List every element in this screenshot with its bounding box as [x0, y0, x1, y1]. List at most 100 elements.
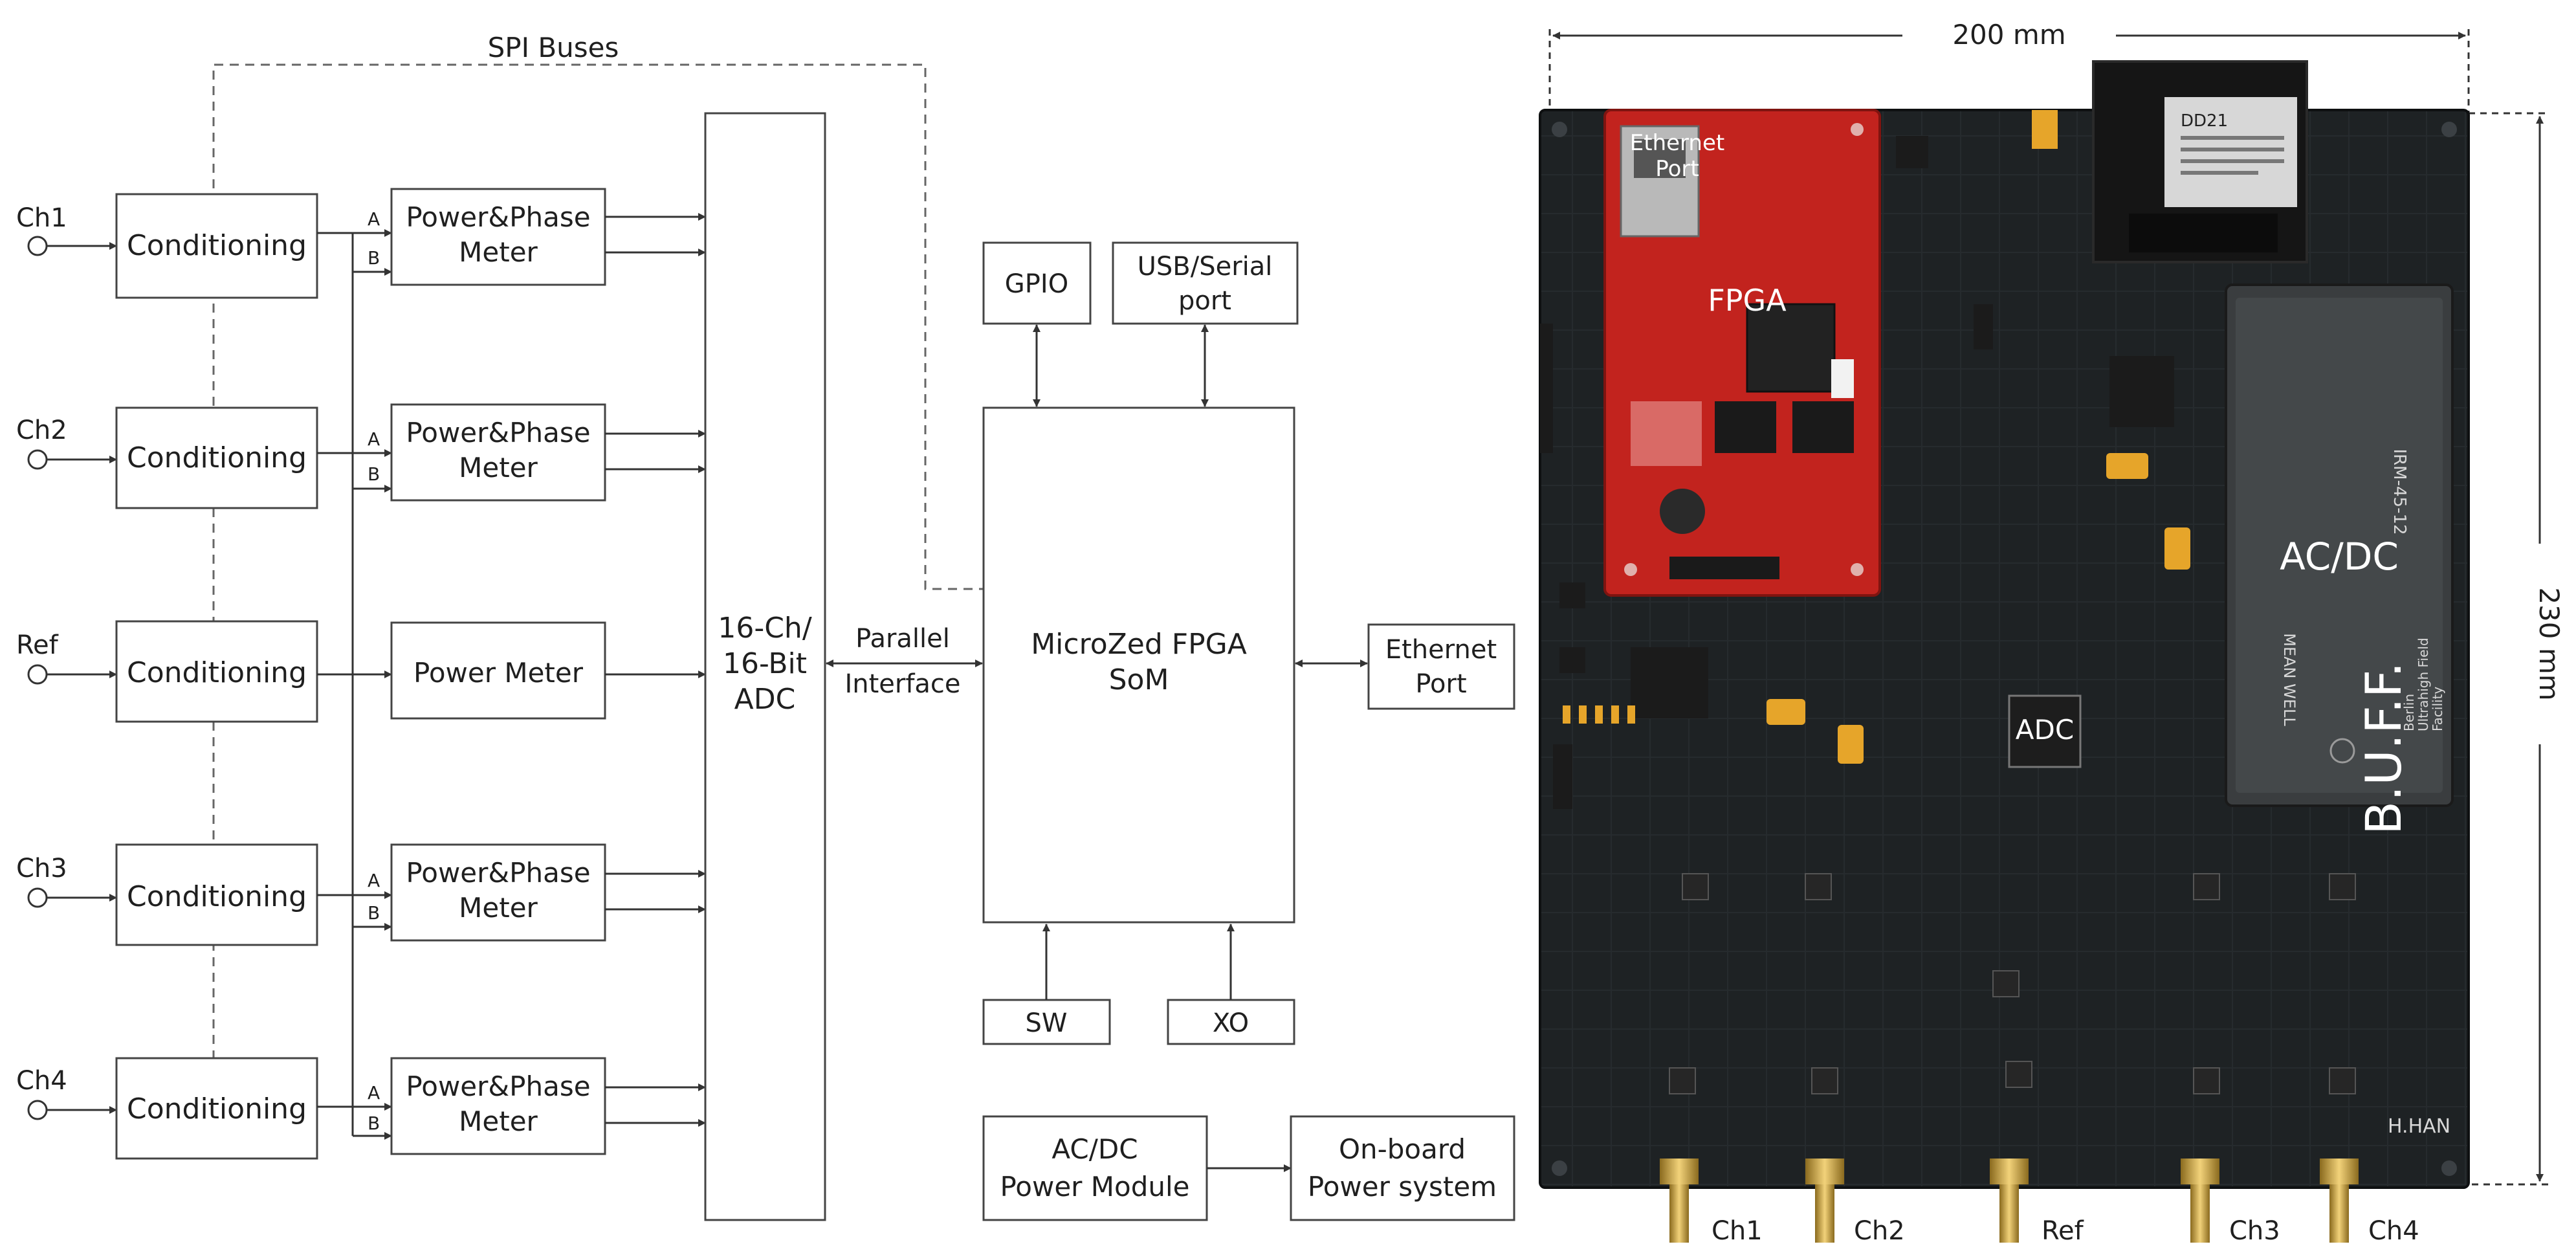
svg-text:SW: SW: [1026, 1008, 1068, 1038]
yellow-capacitors: [1563, 453, 2190, 764]
conditioning-block: [115, 406, 318, 509]
input-port-icon: [27, 449, 48, 470]
mounting-holes: [1552, 122, 2457, 1176]
fpga-chip-icon: [1746, 303, 1836, 393]
svg-text:Conditioning: Conditioning: [127, 229, 307, 262]
svg-text:XO: XO: [1213, 1008, 1249, 1038]
acdc-module: AC/DC IRM-45-12 MEAN WELL: [2225, 283, 2454, 807]
svg-text:Meter: Meter: [459, 452, 538, 483]
parallel-interface-label: Parallel: [855, 624, 950, 654]
svg-text:16-Ch/: 16-Ch/: [718, 612, 811, 645]
brand-label: B.U.F.F.: [2355, 662, 2412, 835]
channel-label: Ref: [16, 630, 59, 660]
input-port-icon: [27, 887, 48, 908]
fpga-som-block: MicroZed FPGA SoM: [982, 406, 1295, 924]
power-phase-meter-block: [390, 1057, 606, 1155]
usb-connector-icon: [2032, 110, 2058, 149]
svg-text:Ref: Ref: [2042, 1216, 2084, 1246]
svg-text:Port: Port: [1415, 669, 1466, 699]
svg-text:Power&Phase: Power&Phase: [406, 1070, 590, 1102]
svg-text:Ethernet: Ethernet: [1385, 635, 1497, 665]
gpio-block: GPIO: [982, 241, 1092, 407]
svg-text:ADC: ADC: [734, 683, 796, 716]
channel-row-ch3: Ch3 Conditioning A B Power&Phase Meter: [16, 843, 706, 946]
spi-buses-label: SPI Buses: [488, 32, 619, 63]
sma-connector-ch3: Ch3: [2181, 1159, 2280, 1246]
conditioning-block: [115, 843, 318, 946]
svg-text:B: B: [368, 902, 380, 924]
adc-photo-label: ADC: [2016, 714, 2074, 746]
adc-chip: ADC: [2008, 694, 2082, 768]
svg-text:MicroZed FPGA: MicroZed FPGA: [1031, 628, 1247, 661]
author-label: H.HAN: [2388, 1115, 2450, 1138]
misc-components: [1540, 136, 2174, 809]
svg-text:port: port: [1178, 286, 1231, 316]
sma-connector-ch1: Ch1: [1660, 1159, 1763, 1246]
svg-text:A: A: [368, 1082, 380, 1103]
power-phase-meter-block: [390, 403, 606, 502]
channel-row-ch1: Ch1 Conditioning A B Power&Phase Meter: [16, 188, 706, 299]
dimension-height: 230 mm: [2410, 112, 2565, 1186]
svg-text:B: B: [368, 463, 380, 485]
power-phase-meter-block: [390, 188, 606, 286]
svg-text:Meter: Meter: [459, 892, 538, 924]
svg-text:Meter: Meter: [459, 1105, 538, 1137]
power-meter-block: [390, 621, 606, 720]
svg-text:Meter: Meter: [459, 236, 538, 268]
adc-block: 16-Ch/ 16-Bit ADC: [704, 112, 826, 1221]
svg-text:Ch3: Ch3: [2229, 1216, 2280, 1246]
channel-label: Ch2: [16, 416, 67, 445]
acdc-power-module-block: AC/DC Power Module: [982, 1115, 1292, 1221]
svg-text:Facility: Facility: [2430, 687, 2445, 731]
ethernet-port-block: Ethernet Port: [1295, 623, 1515, 710]
pcb-photo: 200 mm 230 mm DD21: [1539, 19, 2565, 1246]
input-port-icon: [27, 236, 48, 256]
svg-text:A: A: [368, 870, 380, 891]
svg-text:Power&Phase: Power&Phase: [406, 417, 590, 449]
fpga-photo-label: FPGA: [1708, 283, 1787, 318]
svg-text:Conditioning: Conditioning: [127, 441, 307, 474]
block-diagram: SPI Buses Ch1 Conditioning A B Power&Pha…: [16, 32, 1515, 1221]
microzed-board: Ethernet Port FPGA: [1603, 109, 1881, 597]
channel-label: Ch4: [16, 1066, 67, 1096]
sw-block: SW: [982, 924, 1111, 1045]
sma-connector-ref: Ref: [1990, 1159, 2084, 1246]
svg-text:Power Meter: Power Meter: [413, 657, 584, 689]
xo-block: XO: [1167, 924, 1295, 1045]
svg-text:Conditioning: Conditioning: [127, 880, 307, 913]
parallel-interface: Parallel Interface: [826, 624, 983, 699]
svg-text:16-Bit: 16-Bit: [723, 647, 807, 680]
svg-text:Conditioning: Conditioning: [127, 1092, 307, 1125]
svg-text:Ch4: Ch4: [2368, 1216, 2419, 1246]
conditioning-block: [115, 1057, 318, 1160]
fuse-holder: DD21: [2092, 60, 2308, 263]
svg-text:Berlin: Berlin: [2401, 694, 2417, 731]
svg-text:A: A: [368, 428, 380, 450]
spi-bus: SPI Buses: [212, 32, 984, 1058]
acdc-photo-label: AC/DC: [2280, 535, 2399, 579]
svg-text:Port: Port: [1655, 156, 1699, 182]
input-port-icon: [27, 1100, 48, 1120]
sma-connector-ch2: Ch2: [1805, 1159, 1905, 1246]
height-label: 230 mm: [2533, 587, 2565, 700]
svg-text:Power&Phase: Power&Phase: [406, 857, 590, 889]
svg-text:A: A: [368, 208, 380, 230]
ethernet-port-photo-label: Ethernet: [1630, 130, 1724, 156]
svg-text:Ultrahigh Field: Ultrahigh Field: [2416, 638, 2431, 731]
onboard-power-block: On-board Power system: [1290, 1115, 1515, 1221]
svg-text:IRM-45-12: IRM-45-12: [2390, 449, 2409, 535]
svg-text:SoM: SoM: [1109, 663, 1169, 696]
svg-text:MEAN WELL: MEAN WELL: [2280, 633, 2298, 726]
channel-row-ch2: Ch2 Conditioning A B Power&Phase Meter: [16, 403, 706, 509]
power-phase-meter-block: [390, 843, 606, 942]
conditioning-block: [115, 620, 318, 723]
svg-text:Ch2: Ch2: [1854, 1216, 1905, 1246]
svg-text:DD21: DD21: [2181, 111, 2228, 131]
svg-text:On-board: On-board: [1339, 1133, 1466, 1165]
svg-text:USB/Serial: USB/Serial: [1138, 252, 1273, 282]
sma-connector-ch4: Ch4: [2320, 1159, 2419, 1246]
svg-text:Interface: Interface: [844, 669, 960, 699]
dimension-width: 200 mm: [1548, 19, 2470, 113]
svg-text:B: B: [368, 1113, 380, 1134]
